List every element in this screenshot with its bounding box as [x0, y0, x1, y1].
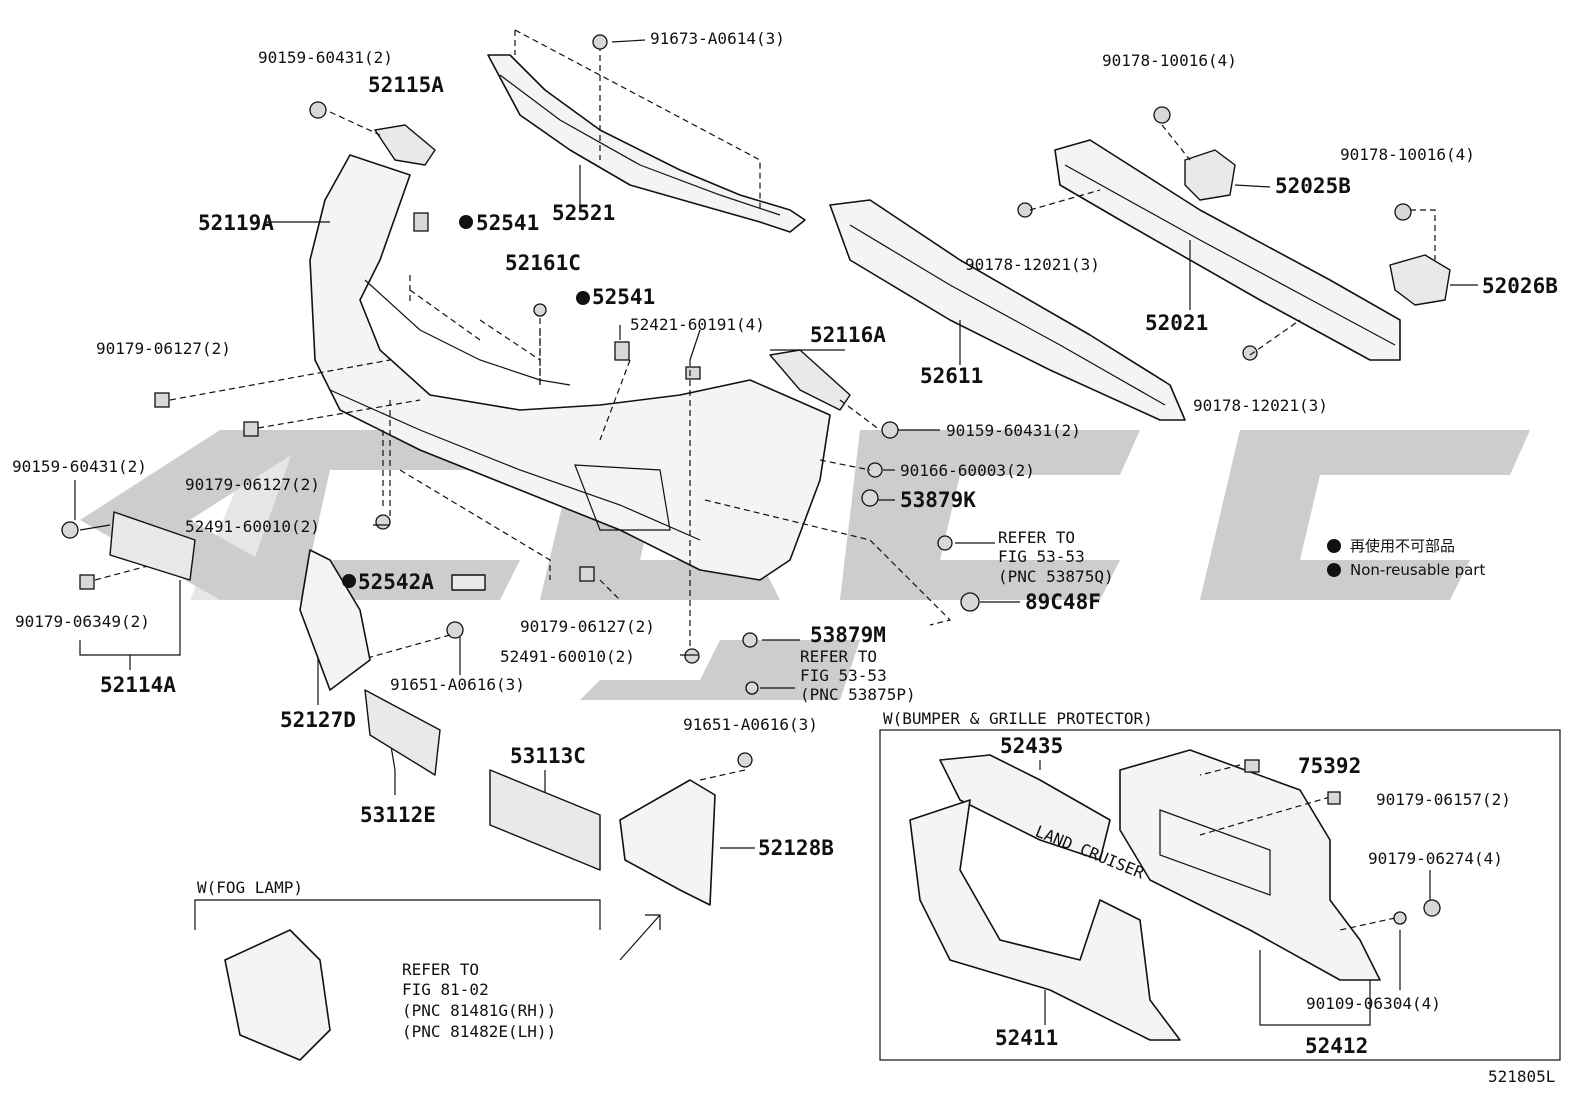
label-90159-mid: 90159-60431(2): [946, 421, 1081, 440]
svg-text:REFER TO: REFER TO: [402, 960, 479, 979]
svg-text:FIG 53-53: FIG 53-53: [998, 547, 1085, 566]
label-52021: 52021: [1145, 311, 1208, 335]
label-52128B: 52128B: [758, 836, 834, 860]
legend: 再使用不可部品 Non-reusable part: [1327, 537, 1485, 579]
label-53879M: 53879M: [810, 623, 886, 647]
side-brackets: [374, 124, 851, 411]
legend-jp: 再使用不可部品: [1350, 537, 1455, 555]
label-52521: 52521: [552, 201, 615, 225]
label-52421: 52421-60191(4): [630, 315, 765, 334]
label-53112E: 53112E: [360, 803, 436, 827]
fog-lamp-texts: W(FOG LAMP) REFER TO FIG 81-02 (PNC 8148…: [197, 878, 556, 1041]
label-90178-12021-b: 90178-12021(3): [1193, 396, 1328, 415]
label-90159-top: 90159-60431(2): [258, 48, 393, 67]
label-52114A: 52114A: [100, 673, 176, 697]
label-90179-06127-b: 90179-06127(2): [185, 475, 320, 494]
label-52541-a: 52541: [476, 211, 539, 235]
label-91651-b: 91651-A0616(3): [683, 715, 818, 734]
svg-text:FIG 53-53: FIG 53-53: [800, 666, 887, 685]
label-52412: 52412: [1305, 1034, 1368, 1058]
refer-53-53-q: REFER TO FIG 53-53 (PNC 53875Q): [998, 528, 1114, 586]
label-52115A: 52115A: [368, 73, 444, 97]
reinforcement-52021: [1054, 139, 1401, 361]
label-90178-10016-b: 90178-10016(4): [1340, 145, 1475, 164]
label-52411: 52411: [995, 1026, 1058, 1050]
non-reusable-dot-icon: [459, 215, 473, 229]
label-52491-a: 52491-60010(2): [185, 517, 320, 536]
protector-box: LAND CRUISER: [879, 729, 1561, 1061]
fog-lamp-box: [194, 899, 601, 1061]
label-52116A: 52116A: [810, 323, 886, 347]
label-90179-06274: 90179-06274(4): [1368, 849, 1503, 868]
label-89C48F: 89C48F: [1025, 590, 1101, 614]
label-52611: 52611: [920, 364, 983, 388]
refer-53-53-p: REFER TO FIG 53-53 (PNC 53875P): [800, 647, 916, 704]
svg-text:(PNC 53875P): (PNC 53875P): [800, 685, 916, 704]
legend-en: Non-reusable part: [1350, 561, 1485, 579]
label-90179-06157: 90179-06157(2): [1376, 790, 1511, 809]
svg-text:(PNC 53875Q): (PNC 53875Q): [998, 567, 1114, 586]
label-90159-left: 90159-60431(2): [12, 457, 147, 476]
fasteners: [61, 34, 1412, 768]
fog-lamp-title: W(FOG LAMP): [197, 878, 303, 897]
label-52435: 52435: [1000, 734, 1063, 758]
label-90179-06127-c: 90179-06127(2): [520, 617, 655, 636]
protector-title: W(BUMPER & GRILLE PROTECTOR): [883, 709, 1153, 728]
svg-text:(PNC 81481G(RH)): (PNC 81481G(RH)): [402, 1001, 556, 1020]
non-reusable-dot-icon: [576, 291, 590, 305]
svg-text:REFER TO: REFER TO: [800, 647, 877, 666]
label-90109-06304: 90109-06304(4): [1306, 994, 1441, 1013]
label-90166: 90166-60003(2): [900, 461, 1035, 480]
non-reusable-dot-icon: [1327, 539, 1341, 553]
label-52491-b: 52491-60010(2): [500, 647, 635, 666]
label-75392: 75392: [1298, 754, 1361, 778]
absorber-52611: [829, 199, 1186, 421]
label-53879K: 53879K: [900, 488, 976, 512]
label-91673: 91673-A0614(3): [650, 29, 785, 48]
brackets-52025B-52026B: [1184, 149, 1451, 306]
label-91651-a: 91651-A0616(3): [390, 675, 525, 694]
label-90179-06127-a: 90179-06127(2): [96, 339, 231, 358]
label-52119A: 52119A: [198, 211, 274, 235]
svg-text:REFER TO: REFER TO: [998, 528, 1075, 547]
label-90179-06349: 90179-06349(2): [15, 612, 150, 631]
label-90178-10016-a: 90178-10016(4): [1102, 51, 1237, 70]
figure-code: 521805L: [1488, 1067, 1555, 1086]
upper-retainer-52521: [487, 29, 806, 233]
bumper-cover-52119A: [309, 154, 831, 581]
label-53113C: 53113C: [510, 744, 586, 768]
label-52161C: 52161C: [505, 251, 581, 275]
svg-text:(PNC 81482E(LH)): (PNC 81482E(LH)): [402, 1022, 556, 1041]
lower-parts: [109, 511, 716, 961]
svg-text:FIG 81-02: FIG 81-02: [402, 980, 489, 999]
label-90178-12021-a: 90178-12021(3): [965, 255, 1100, 274]
label-52025B: 52025B: [1275, 174, 1351, 198]
non-reusable-dot-icon: [1327, 563, 1341, 577]
part-labels: 90159-60431(2) 52115A 52119A 52541 52521…: [12, 29, 1558, 860]
label-52026B: 52026B: [1482, 274, 1558, 298]
protector-texts: W(BUMPER & GRILLE PROTECTOR) 52435 75392…: [883, 709, 1511, 1058]
label-52542A: 52542A: [358, 570, 434, 594]
label-52127D: 52127D: [280, 708, 356, 732]
label-52541-b: 52541: [592, 285, 655, 309]
non-reusable-dot-icon: [342, 574, 356, 588]
